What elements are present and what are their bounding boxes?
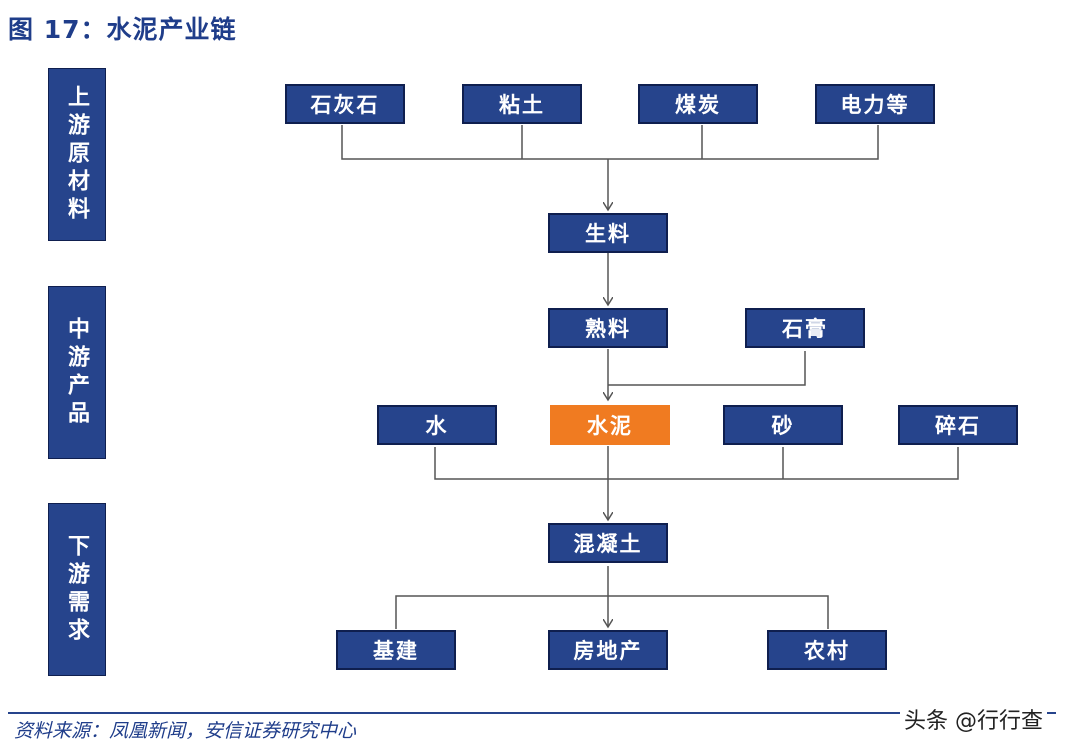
node-concrete: 混凝土 <box>548 523 668 563</box>
watermark-credit: 头条 @行行查 <box>900 703 1047 735</box>
node-power: 电力等 <box>815 84 935 124</box>
node-limestone: 石灰石 <box>285 84 405 124</box>
node-cement: 水泥 <box>550 405 670 445</box>
node-gypsum: 石膏 <box>745 308 865 348</box>
node-clinker: 熟料 <box>548 308 668 348</box>
connector-downstream <box>395 595 829 629</box>
page-title: 图 17：水泥产业链 <box>8 15 237 44</box>
side-label-midstream: 中游产品 <box>48 286 106 459</box>
side-label-upstream: 上游原材料 <box>48 68 106 241</box>
node-rural: 农村 <box>767 630 887 670</box>
node-gravel: 碎石 <box>898 405 1018 445</box>
node-water: 水 <box>377 405 497 445</box>
node-raw-meal: 生料 <box>548 213 668 253</box>
node-coal: 煤炭 <box>638 84 758 124</box>
source-note: 资料来源：凤凰新闻，安信证券研究中心 <box>14 720 357 742</box>
node-infrastructure: 基建 <box>336 630 456 670</box>
footer-rule <box>8 712 1056 714</box>
connector-aggregates <box>434 447 959 480</box>
node-clay: 粘土 <box>462 84 582 124</box>
connector-gypsum <box>608 351 806 386</box>
node-sand: 砂 <box>723 405 843 445</box>
node-real-estate: 房地产 <box>548 630 668 670</box>
connector-raw-materials <box>341 125 879 160</box>
side-label-downstream: 下游需求 <box>48 503 106 676</box>
